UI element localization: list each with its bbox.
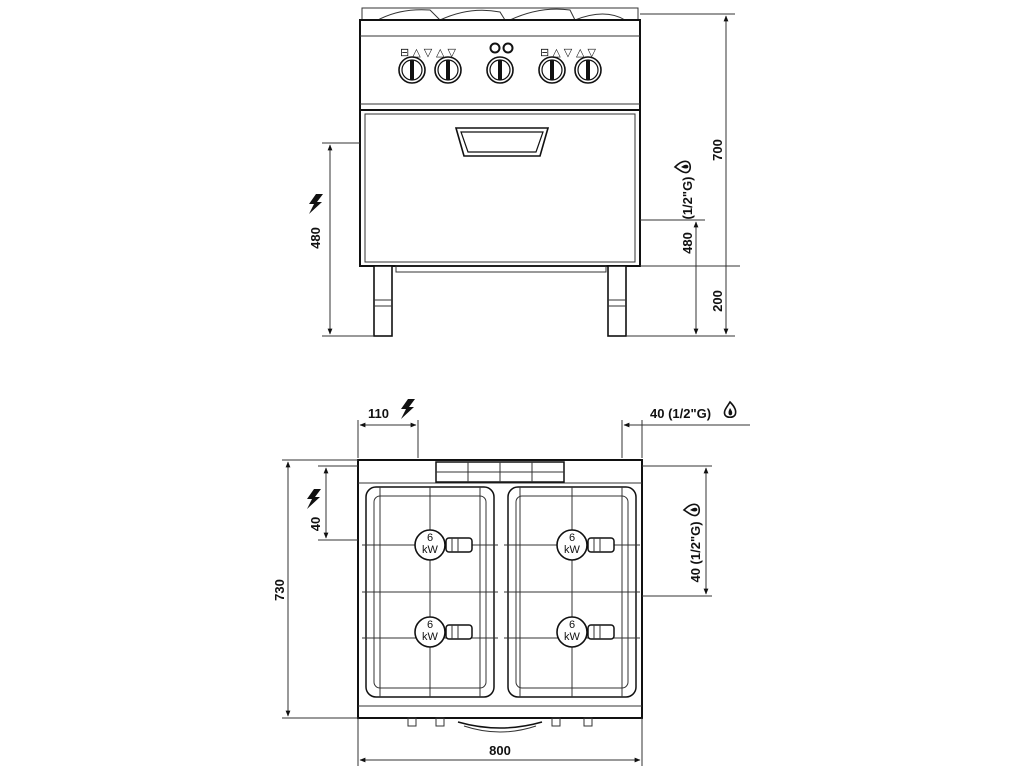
knob-2	[434, 56, 462, 84]
ignition-buttons	[489, 42, 514, 54]
top-dimensions: 110 40 (1/2"G)	[357, 399, 750, 458]
flame-icon-top	[723, 401, 737, 419]
dim-electric-height: 480	[308, 227, 323, 249]
lightning-icon-side	[307, 489, 321, 509]
knob-5	[574, 56, 602, 84]
top-dimensions-left: 730 40	[272, 459, 358, 719]
dim-electric-side: 40	[308, 517, 323, 531]
legs	[373, 265, 627, 337]
svg-text:⊟ △ ▽: ⊟ △ ▽	[540, 47, 573, 59]
flue-grill	[435, 461, 565, 483]
oven-handle	[454, 127, 550, 157]
knob-marks: ⊟ △ ▽ △ ▽ ⊟ △ ▽ △ ▽	[400, 47, 597, 59]
svg-text:△ ▽: △ ▽	[576, 47, 597, 59]
dim-electric-offset: 110	[368, 406, 389, 421]
dim-height-total: 700	[710, 139, 725, 161]
front-dimensions-right: 700 200 480 (1/2"G)	[626, 13, 740, 337]
burner-2-unit: kW	[564, 544, 581, 556]
burner-2: 6 kW	[556, 529, 615, 561]
burner-2-power: 6	[569, 532, 575, 544]
top-dimensions-bottom: 800	[357, 718, 643, 766]
dim-depth: 730	[272, 579, 287, 601]
dim-gas-side: 40 (1/2"G)	[688, 521, 703, 582]
flame-icon-side	[683, 503, 701, 517]
knob-1	[398, 56, 426, 84]
dim-gas-height: 480	[680, 232, 695, 254]
hob-outline	[357, 459, 643, 719]
front-view: ⊟ △ ▽ △ ▽ ⊟ △ ▽ △ ▽	[308, 7, 740, 337]
burner-3-power: 6	[427, 619, 433, 631]
dim-gas-size: (1/2"G)	[680, 176, 695, 219]
top-dimensions-right: 40 (1/2"G)	[642, 465, 712, 597]
burner-1: 6 kW	[414, 529, 473, 561]
dim-leg-height: 200	[710, 290, 725, 312]
front-dimensions-left: 480	[308, 142, 374, 337]
burner-4-unit: kW	[564, 631, 581, 643]
svg-text:⊟ △ ▽: ⊟ △ ▽	[400, 47, 433, 59]
burner-3-unit: kW	[422, 631, 439, 643]
flame-icon	[674, 160, 692, 174]
knob-3	[486, 56, 514, 84]
front-knob-stubs	[407, 717, 593, 733]
burner-3: 6 kW	[414, 616, 473, 648]
lightning-icon	[309, 194, 323, 214]
burner-4-power: 6	[569, 619, 575, 631]
burner-1-power: 6	[427, 532, 433, 544]
pan-support-right	[504, 486, 640, 698]
pan-support-left	[362, 486, 498, 698]
burner-4: 6 kW	[556, 616, 615, 648]
front-burner-tops	[361, 7, 639, 21]
dim-gas-offset: 40 (1/2"G)	[650, 406, 711, 421]
top-view: 6 kW 6 kW 6 kW 6 kW	[272, 399, 750, 766]
burner-1-unit: kW	[422, 544, 439, 556]
lightning-icon-top	[401, 399, 415, 419]
svg-text:△ ▽: △ ▽	[436, 47, 457, 59]
dim-width: 800	[489, 743, 511, 758]
knob-4	[538, 56, 566, 84]
